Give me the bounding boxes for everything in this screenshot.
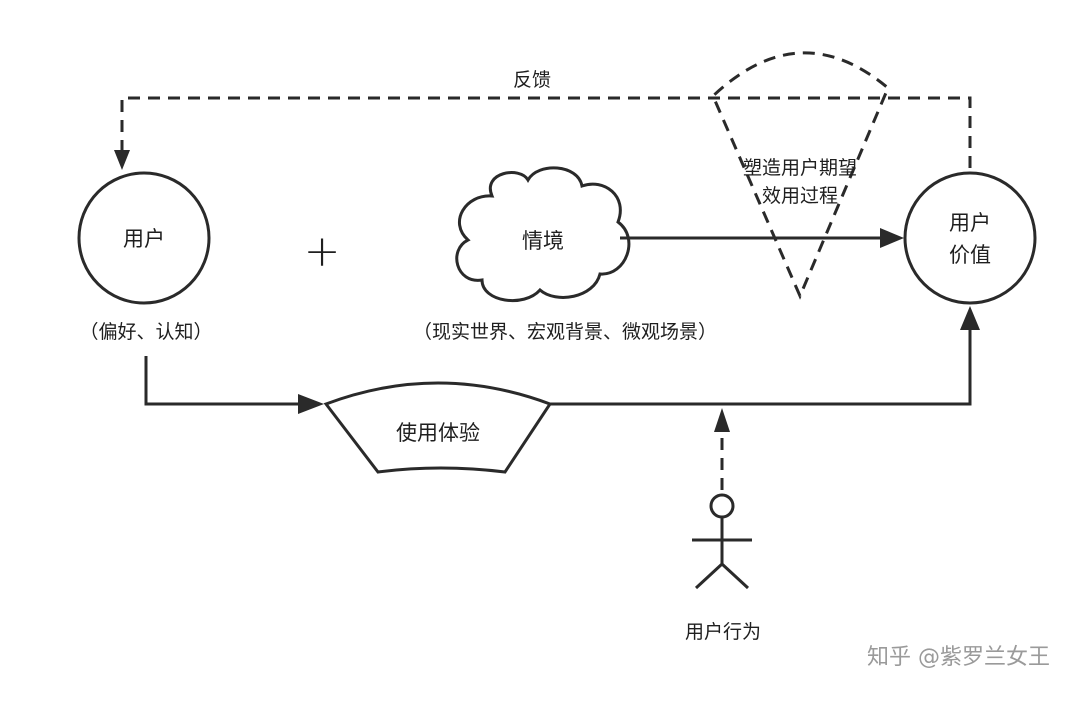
context-to-value-arrowhead: [880, 228, 904, 248]
context-attributes-note: （现实世界、宏观背景、微观场景）: [413, 321, 717, 343]
context-node: [455, 166, 631, 303]
actor-label: 用户行为: [685, 621, 761, 643]
actor-to-path-arrowhead: [714, 408, 730, 432]
user-node-label: 用户: [123, 227, 165, 251]
user-value-node-line1: 用户: [949, 211, 991, 235]
user-attributes-note: （偏好、认知）: [79, 321, 212, 343]
watermark-text: 知乎 @紫罗兰女王: [867, 645, 1050, 670]
expectation-node-line2: 效用过程: [762, 185, 838, 207]
experience-to-value-arrowhead: [960, 306, 980, 330]
experience-node: [323, 381, 553, 474]
feedback-connector: [120, 96, 972, 168]
user-value-node: [903, 171, 1037, 305]
user-value-node-line2: 价值: [949, 243, 991, 267]
feedback-arrowhead: [114, 150, 130, 170]
experience-to-value-connector: [550, 330, 972, 406]
expectation-node-line1: 塑造用户期望: [743, 157, 857, 179]
user-node: [77, 171, 211, 305]
context-node-label: 情境: [522, 229, 564, 253]
experience-node-label: 使用体验: [396, 421, 480, 445]
plus-sign: +: [304, 226, 341, 277]
user-actor-icon: [692, 493, 752, 590]
feedback-label: 反馈: [513, 69, 551, 91]
user-to-experience-connector: [144, 356, 320, 406]
user-to-experience-arrowhead: [298, 394, 324, 414]
